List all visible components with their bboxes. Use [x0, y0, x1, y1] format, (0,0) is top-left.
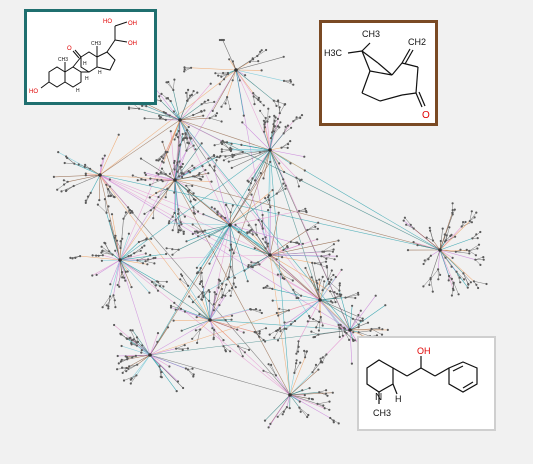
label-methyl-b: CH3	[91, 41, 101, 47]
label-oxygen: O	[422, 110, 430, 121]
label-oh-top: OH	[128, 21, 137, 27]
label-ch3: CH3	[362, 29, 380, 39]
label-h-3: H	[76, 88, 80, 94]
amine-structure-card: OH N H CH3	[357, 336, 496, 431]
label-ho-top: HO	[103, 19, 112, 25]
pinane-structure-card: H3C CH3 CH2 O	[319, 20, 438, 126]
label-h3c: H3C	[324, 48, 343, 58]
steroid-structure-card: HO OH OH O CH3 CH3 H H H H HO	[24, 9, 157, 105]
label-methyl: CH3	[373, 408, 391, 418]
label-h-4: H	[83, 61, 87, 67]
label-h: H	[395, 394, 402, 404]
network-nodes	[52, 38, 488, 429]
label-methyl-a: CH3	[58, 57, 68, 63]
amine-structure-drawing: OH N H CH3	[366, 346, 478, 418]
label-ketone-o: O	[67, 46, 72, 52]
label-oh-ring: OH	[128, 41, 137, 47]
pinane-structure-drawing: H3C CH3 CH2 O	[324, 29, 430, 121]
label-ho-left: HO	[29, 89, 38, 95]
label-h-2: H	[98, 70, 102, 76]
label-oh: OH	[417, 346, 431, 356]
label-ch2: CH2	[408, 37, 426, 47]
steroid-structure-drawing: HO OH OH O CH3 CH3 H H H H HO	[29, 19, 137, 95]
label-h-1: H	[85, 76, 89, 82]
label-n: N	[375, 392, 382, 403]
